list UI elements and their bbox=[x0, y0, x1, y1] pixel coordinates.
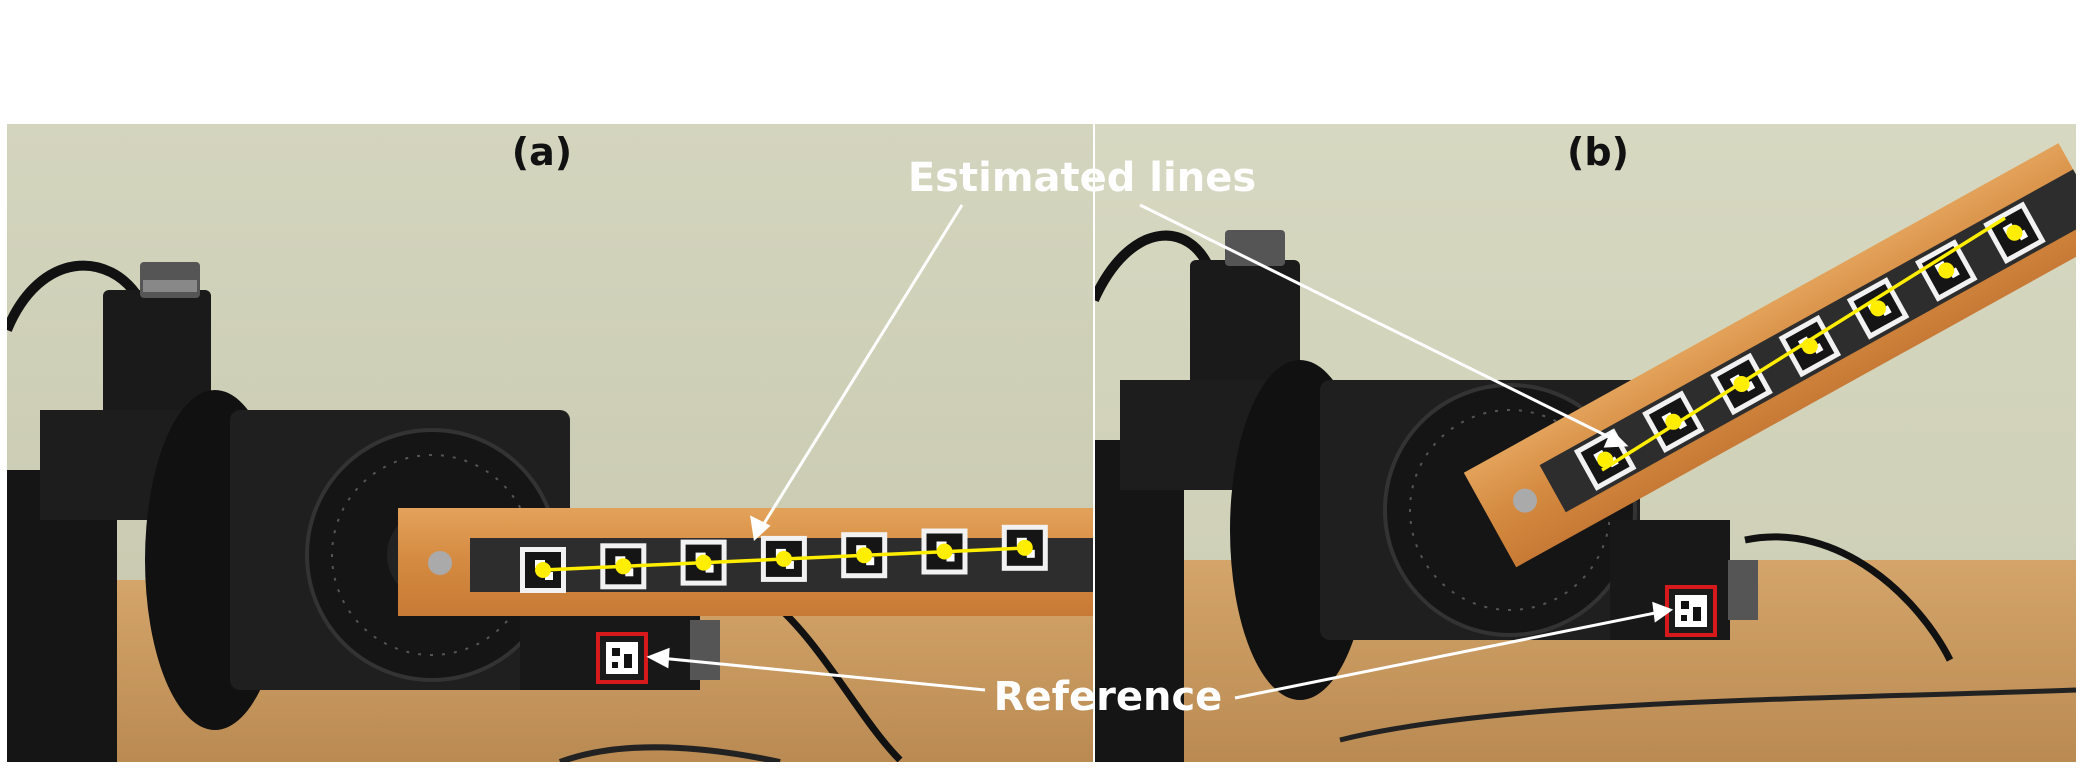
panel-b-cable-left bbox=[1094, 230, 1215, 303]
panel-a-line-point-5 bbox=[856, 547, 873, 564]
arrow-head-reference-b bbox=[1652, 601, 1674, 623]
panel-b-line-point-5 bbox=[1870, 300, 1887, 317]
panel-b-line-point-3 bbox=[1733, 375, 1750, 392]
panel-b-line-point-4 bbox=[1801, 338, 1818, 355]
arrow-head-estimated-a bbox=[750, 515, 771, 542]
arrow-estimated-b bbox=[1139, 203, 1616, 442]
panel-b-line-points bbox=[1597, 224, 2023, 468]
panel-a-motor bbox=[103, 290, 211, 440]
reference-callout: Reference bbox=[994, 674, 1223, 720]
panel-b-base-left bbox=[1094, 440, 1184, 762]
panel-a-reference-marker bbox=[606, 642, 638, 674]
panel-a-line-point-4 bbox=[775, 550, 792, 567]
panel-a-line-point-2 bbox=[615, 558, 632, 575]
panel-b-line-point-1 bbox=[1597, 451, 1614, 468]
panel-a-line-point-6 bbox=[936, 543, 953, 560]
arrow-reference-b bbox=[1234, 610, 1661, 700]
panel-a-line-point-3 bbox=[695, 554, 712, 571]
panel-b-cable-right bbox=[1744, 533, 1954, 662]
panel-b-line-point-6 bbox=[1938, 262, 1955, 279]
panel-a-line-points bbox=[535, 539, 1033, 578]
panel-b-reference-marker bbox=[1675, 595, 1707, 627]
panel-b-knob bbox=[1728, 560, 1758, 620]
panel-a-motor-ring bbox=[143, 280, 197, 292]
arrow-reference-a bbox=[659, 656, 986, 692]
panel-b-cable-floor bbox=[1339, 687, 2076, 743]
panel-b-motor bbox=[1190, 260, 1300, 410]
panel-b-motor-cap bbox=[1225, 230, 1285, 266]
panel-b-photo bbox=[1094, 124, 2076, 762]
panel-a-cable-left bbox=[7, 260, 145, 332]
arrow-estimated-a bbox=[758, 204, 964, 531]
panel-b-line-point-7 bbox=[2006, 224, 2023, 241]
panel-b-bolt bbox=[1512, 488, 1537, 513]
panel-b-line-point-2 bbox=[1665, 413, 1682, 430]
panel-a-knob bbox=[690, 620, 720, 680]
estimated-lines-callout: Estimated lines bbox=[908, 155, 1256, 201]
panel-a-cable-floor bbox=[558, 744, 781, 762]
arrow-head-estimated-b bbox=[1603, 429, 1629, 448]
arrow-head-reference-a bbox=[646, 647, 670, 669]
panel-a-line-point-1 bbox=[535, 562, 551, 578]
panel-b-label: (b) bbox=[1567, 130, 1629, 174]
callout-arrows bbox=[646, 203, 1674, 700]
panel-a-photo bbox=[7, 124, 1094, 762]
panel-a-bolt bbox=[428, 551, 452, 575]
panel-a-cable-right bbox=[767, 597, 903, 762]
panel-a-line-point-7 bbox=[1016, 539, 1033, 556]
panel-a-label: (a) bbox=[512, 130, 572, 174]
